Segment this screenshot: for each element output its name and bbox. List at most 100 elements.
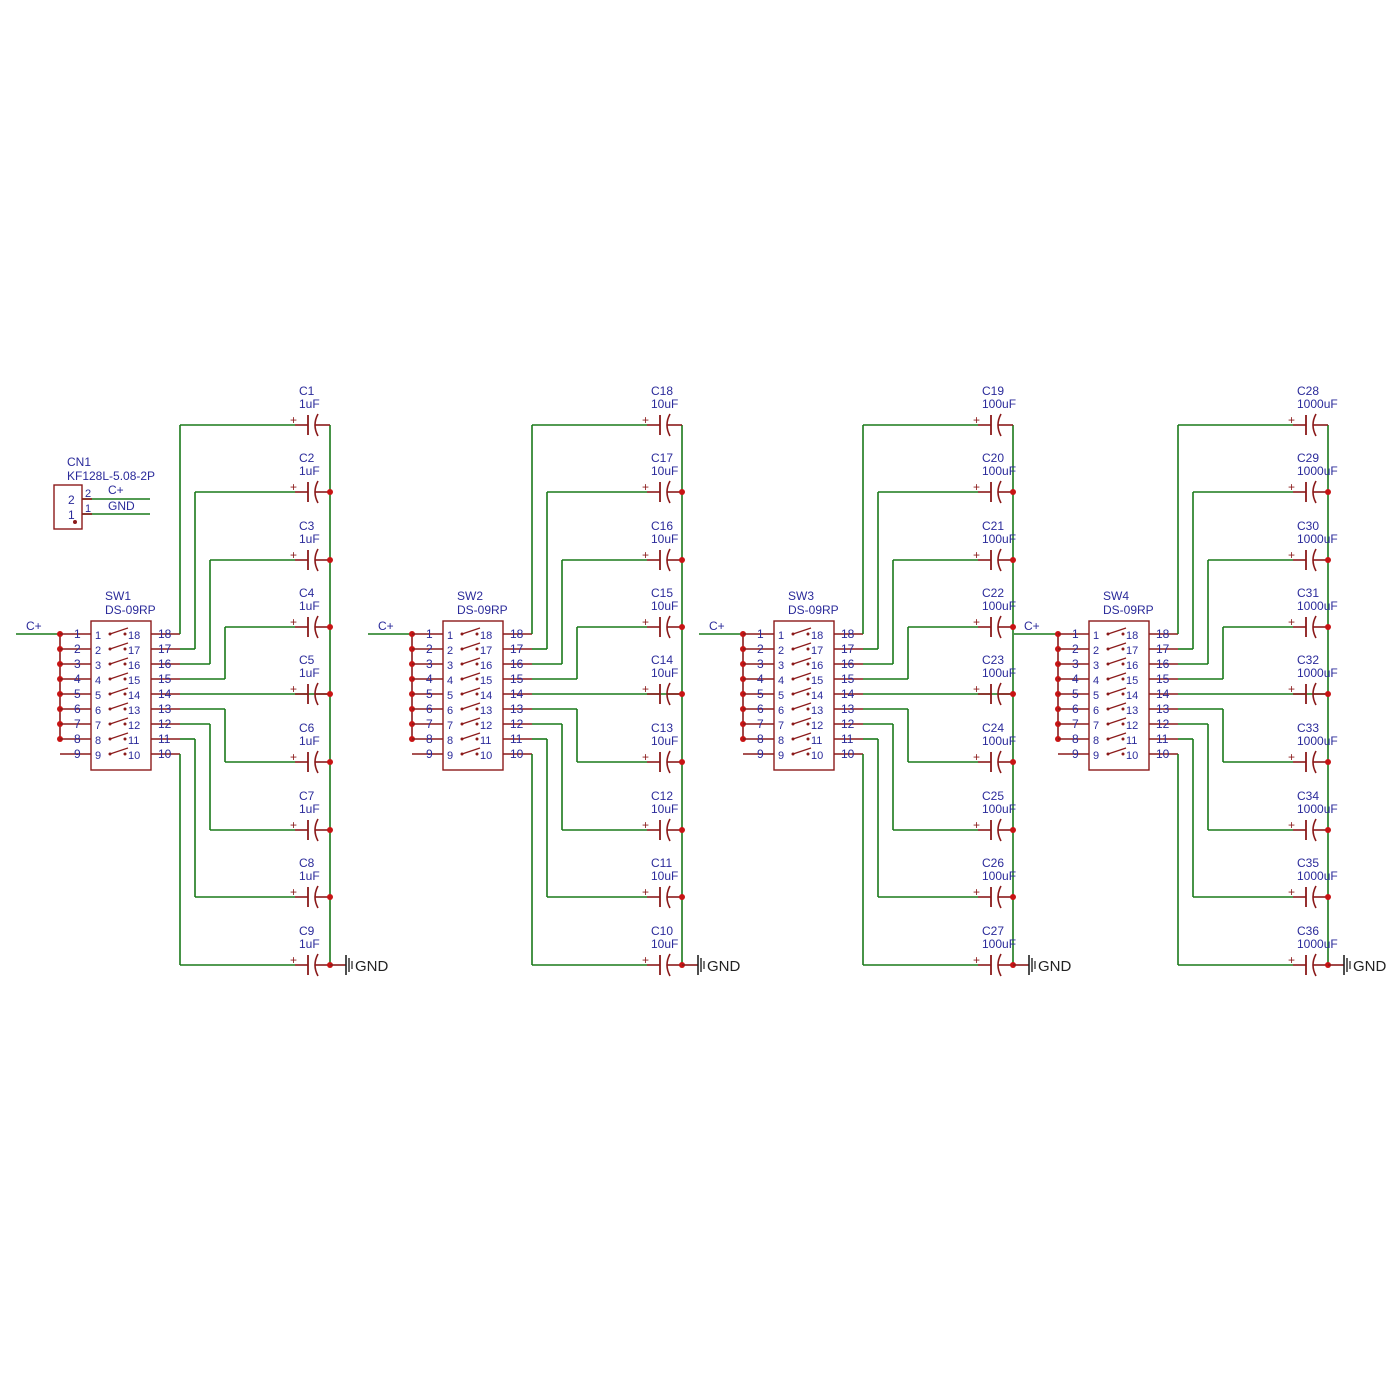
ground-label: GND [1353,958,1387,975]
cplus-input-label: C+ [26,619,42,633]
capacitor-value: 1000uF [1297,532,1338,546]
switch-pin-left-num: 5 [757,687,764,701]
switch-pin-right-num: 18 [158,627,172,641]
rail-junction-dot [1325,624,1331,630]
capacitor-value: 1000uF [1297,802,1338,816]
switch-pin-left-num: 1 [757,627,764,641]
switch-pin-left-num: 4 [757,672,764,686]
capacitor-plus-sign: + [290,615,297,629]
capacitor-plus-sign: + [290,548,297,562]
switch-pin-right-num: 16 [1156,657,1170,671]
switch-lever [461,672,481,680]
capacitor-value: 100uF [982,666,1016,680]
capacitor-ref: C12 [651,789,673,803]
switch-pin-left-num: 7 [74,717,81,731]
capacitor-ref: C8 [299,856,315,870]
switch-lever [109,732,129,740]
switch-pin-left-num: 8 [1072,732,1079,746]
switch-contact-right-num: 11 [1126,735,1137,747]
rail-junction-dot [679,489,685,495]
capacitor-value: 1000uF [1297,666,1338,680]
switch-contact-right-num: 12 [480,720,492,732]
switch-lever [1107,747,1127,755]
capacitor-ref: C6 [299,721,315,735]
capacitor-value: 100uF [982,532,1016,546]
switch-lever [1107,732,1127,740]
capacitor-value: 1000uF [1297,734,1338,748]
capacitor-ref: C31 [1297,586,1319,600]
switch-contact-right-num: 14 [480,690,492,702]
switch-value: DS-09RP [1103,603,1154,617]
rail-junction-dot [1010,624,1016,630]
switch-contact-left-num: 2 [778,645,784,657]
switch-contact-right-num: 15 [128,675,140,687]
switch-pin-right-num: 14 [158,687,172,701]
capacitor-plus-sign: + [642,682,649,696]
switch-contact-left-num: 5 [1093,690,1099,702]
connector-ref: CN1 [67,455,91,469]
switch-contact-right-num: 11 [811,735,822,747]
rail-junction-dot [679,894,685,900]
switch-lever [792,717,812,725]
switch-contact-right-num: 12 [1126,720,1138,732]
switch-pin-right-num: 10 [510,747,524,761]
switch-contact-left-num: 1 [447,630,453,642]
capacitor-value: 1000uF [1297,464,1338,478]
switch-pin-left-num: 3 [1072,657,1079,671]
capacitor-ref: C9 [299,924,315,938]
switch-pin-left-num: 8 [757,732,764,746]
switch-ref: SW3 [788,589,814,603]
switch-ref: SW1 [105,589,131,603]
capacitor-value: 1uF [299,869,320,883]
capacitor-value: 10uF [651,869,678,883]
switch-contact-left-num: 7 [95,720,101,732]
switch-contact-dot [806,737,810,741]
capacitor-ref: C25 [982,789,1004,803]
switch-lever [1107,717,1127,725]
switch-contact-left-num: 4 [95,675,101,687]
switch-pin-right-num: 15 [510,672,524,686]
rail-junction-dot [1010,827,1016,833]
switch-contact-right-num: 10 [1126,750,1138,762]
capacitor-value: 1000uF [1297,869,1338,883]
connector-net-cplus: C+ [108,483,124,497]
capacitor-value: 10uF [651,397,678,411]
rail-junction-dot [1010,759,1016,765]
rail-junction-dot [1010,691,1016,697]
connector-cn1: CN1 KF128L-5.08-2P 2 1 2 1 C+ GND [53,455,155,530]
switch-pin-right-num: 13 [1156,702,1170,716]
switch-contact-dot [475,722,479,726]
switch-contact-right-num: 18 [480,630,492,642]
switch-contact-left-num: 2 [447,645,453,657]
switch-lever [1107,627,1127,635]
switch-pin-left-num: 7 [757,717,764,731]
switch-contact-dot [123,707,127,711]
switch-value: DS-09RP [457,603,508,617]
switch-pin-right-num: 16 [841,657,855,671]
pin-1-marker [73,520,77,524]
switch-contact-dot [123,632,127,636]
connector-net-gnd: GND [108,499,135,513]
switch-lever [792,732,812,740]
switch-pin-right-num: 15 [158,672,172,686]
switch-pin-left-num: 1 [426,627,433,641]
switch-body [442,620,504,771]
rail-junction-dot [679,691,685,697]
capacitor-plus-sign: + [290,818,297,832]
capacitor-plus-sign: + [1288,682,1295,696]
switch-pin-left-num: 8 [426,732,433,746]
switch-pin-left-num: 6 [426,702,433,716]
